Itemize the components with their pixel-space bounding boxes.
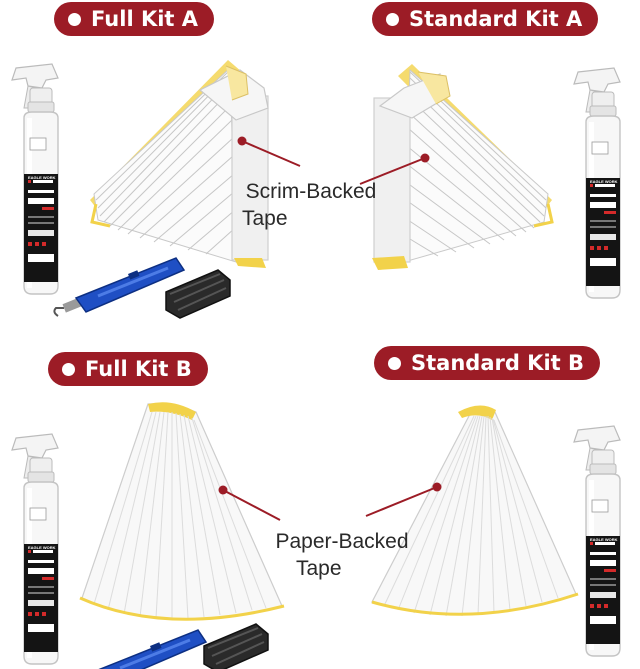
- badge-label: Full Kit A: [91, 7, 199, 31]
- scrim-label-line1: Scrim-Backed: [245, 180, 377, 203]
- paper-label-line2: Tape: [296, 557, 342, 580]
- scrim-tape-fan-left: [90, 60, 269, 268]
- bottle-brand-text: EAGLE WORK: [590, 179, 618, 184]
- badge-label: Standard Kit B: [411, 351, 585, 375]
- paper-tape-fan-right: [371, 405, 579, 617]
- vise-clamp-icon: [165, 269, 231, 319]
- badge-standard-kit-a: Standard Kit A: [372, 2, 599, 36]
- badge-standard-kit-b: Standard Kit B: [374, 346, 601, 380]
- badge-label: Full Kit B: [85, 357, 192, 381]
- scrim-label-line2: Tape: [242, 207, 288, 230]
- callout-paper: [218, 482, 442, 521]
- paper-tape-label: Paper-Backed Tape: [262, 528, 422, 582]
- bullet-dot-icon: [62, 362, 75, 376]
- hook-blade-icon: [74, 628, 208, 669]
- paper-tape-fan-left: [79, 402, 285, 621]
- vise-clamp-icon: [203, 623, 269, 669]
- scrim-tape-fan-right: [372, 64, 554, 270]
- bullet-dot-icon: [388, 356, 401, 370]
- badge-label: Standard Kit A: [409, 7, 583, 31]
- scrim-tape-label: Scrim-Backed Tape: [236, 178, 386, 232]
- bottle-brand-text: EAGLE WORK: [590, 537, 618, 542]
- hook-blade-icon: [52, 256, 186, 318]
- bottle-brand-text: EAGLE WORK: [28, 175, 56, 180]
- bullet-dot-icon: [68, 12, 81, 26]
- badge-full-kit-a: Full Kit A: [54, 2, 215, 36]
- bottle-brand-text: EAGLE WORK: [28, 545, 56, 550]
- paper-label-line1: Paper-Backed: [275, 530, 409, 553]
- badge-full-kit-b: Full Kit B: [48, 352, 208, 386]
- bullet-dot-icon: [386, 12, 399, 26]
- callout-scrim: [237, 136, 430, 185]
